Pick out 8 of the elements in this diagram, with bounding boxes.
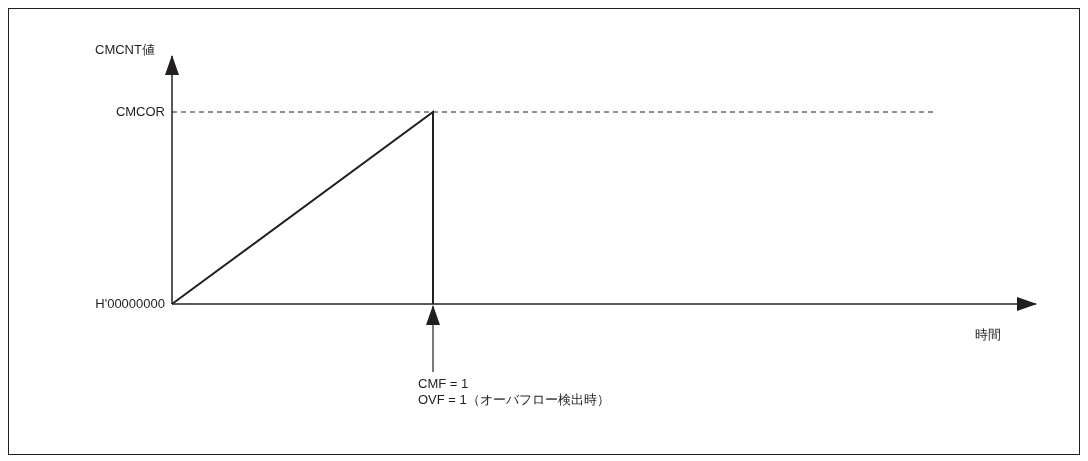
level-label: CMCOR: [115, 104, 165, 120]
level-label: H'00000000: [95, 296, 165, 312]
axis-title: CMCNT値: [95, 42, 155, 58]
leader-arrow: [426, 305, 440, 373]
axis-title: 時間: [975, 327, 1001, 343]
x-axis: [171, 297, 1037, 311]
annotation-text: CMF = 1: [418, 376, 470, 392]
annotation-text: OVF = 1（オーバフロー検出時）: [418, 392, 610, 408]
